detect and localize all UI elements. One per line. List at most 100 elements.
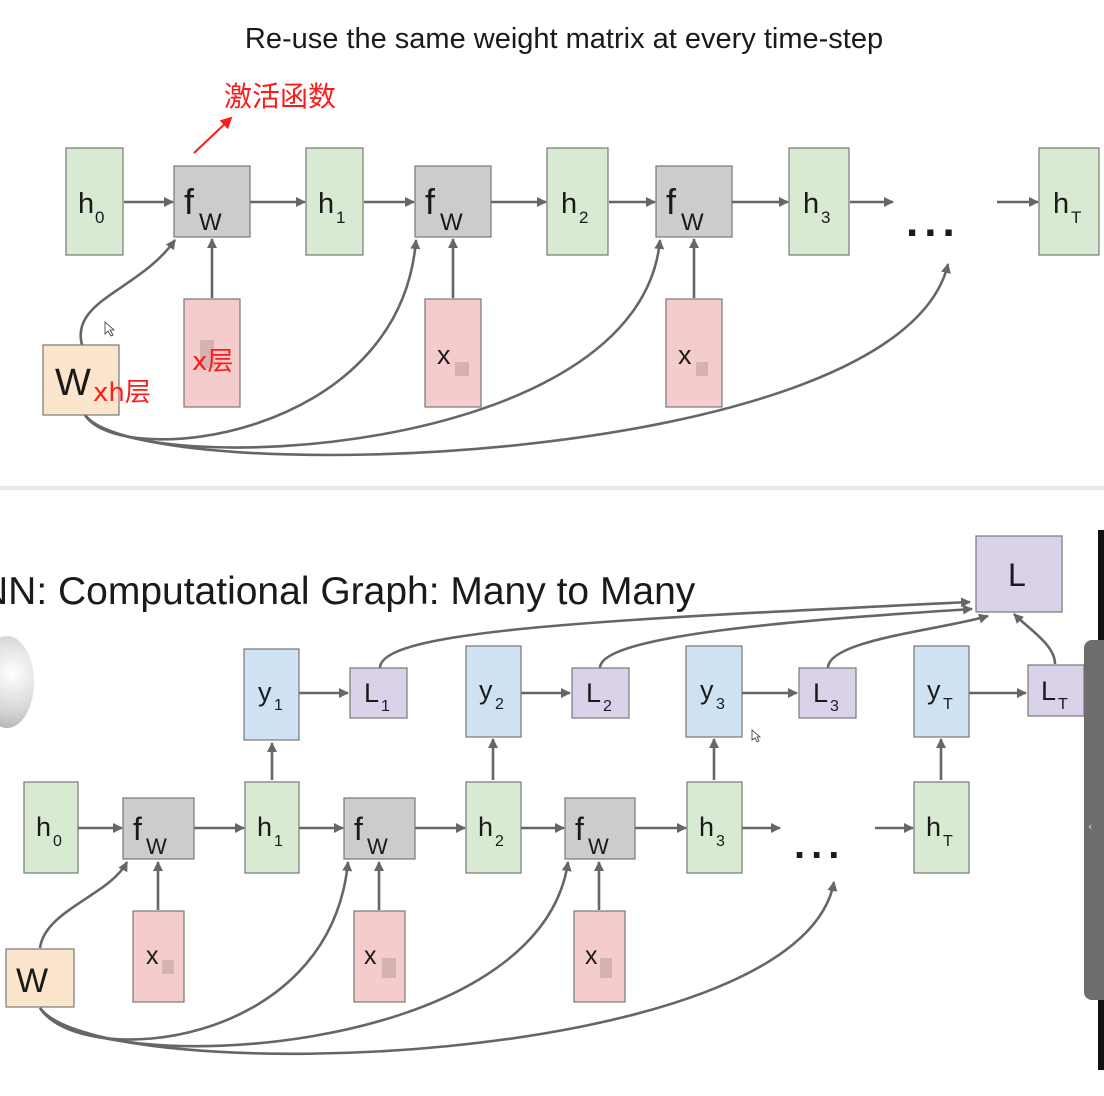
svg-text:W: W (55, 362, 91, 404)
svg-text:h: h (1053, 188, 1069, 220)
svg-text:h: h (478, 812, 493, 842)
svg-text:x: x (364, 942, 377, 970)
svg-text:f: f (133, 811, 142, 847)
svg-text:3: 3 (716, 833, 725, 850)
svg-text:1: 1 (336, 208, 345, 227)
svg-text:W: W (146, 834, 167, 859)
svg-text:T: T (943, 696, 953, 713)
svg-text:W: W (440, 209, 463, 236)
node-h3: h 3 (788, 147, 850, 256)
node-x1: x层 (183, 298, 241, 408)
node-fW-1: f W (173, 165, 251, 238)
edge-W-f1 (38, 861, 129, 949)
svg-text:L: L (1041, 676, 1056, 706)
node-hT: h T (1038, 147, 1100, 256)
edge-W-ellipsis (83, 263, 951, 457)
node-fW-2: f W (414, 165, 492, 238)
svg-text:h: h (926, 812, 941, 842)
bottom-slide: NN: Computational Graph: Many to Many L … (0, 490, 1104, 1096)
edge-W-f3 (83, 239, 665, 449)
ellipsis: ... (794, 823, 845, 867)
node-h1: h 1 (305, 147, 364, 256)
node-W: W (5, 948, 75, 1008)
svg-text:0: 0 (95, 208, 104, 227)
svg-text:T: T (943, 833, 953, 850)
svg-text:W: W (16, 962, 48, 1000)
node-x3: x (573, 910, 626, 1003)
side-panel-toggle[interactable]: ‹ (1084, 640, 1104, 1000)
node-y1: y 1 (243, 648, 300, 741)
svg-text:W: W (367, 834, 388, 859)
svg-text:W: W (199, 209, 222, 236)
svg-text:x: x (585, 942, 598, 970)
edge-W-f1 (79, 239, 177, 346)
node-h2: h 2 (465, 781, 522, 874)
svg-text:h: h (36, 812, 51, 842)
edge-L3-L (826, 613, 989, 669)
edge-W-ellipsis (38, 881, 838, 1056)
edge-W-f2 (38, 861, 353, 1041)
annotation-w-layer: xh层 (93, 378, 151, 408)
annotation-arrow (193, 116, 233, 154)
node-L2: L 2 (571, 667, 630, 719)
edge-W-f3 (38, 861, 572, 1048)
mouse-cursor-icon (751, 729, 762, 743)
bottom-diagram: NN: Computational Graph: Many to Many L … (0, 535, 1085, 1056)
edge-W-f2 (83, 239, 421, 441)
node-y3: y 3 (685, 645, 743, 738)
svg-text:3: 3 (716, 696, 725, 713)
node-fW-3: f W (564, 797, 636, 860)
svg-text:h: h (699, 812, 714, 842)
node-x3: x (665, 298, 723, 408)
svg-text:f: f (184, 181, 195, 222)
svg-text:x: x (146, 942, 159, 970)
svg-text:W: W (588, 834, 609, 859)
svg-text:T: T (1058, 696, 1068, 713)
svg-text:T: T (1071, 208, 1081, 227)
svg-text:f: f (425, 181, 436, 222)
node-yT: y T (913, 645, 970, 738)
svg-text:f: f (666, 181, 677, 222)
slide-separator (0, 486, 1104, 490)
slide-title: Re-use the same weight matrix at every t… (245, 23, 883, 55)
node-x1: x (132, 910, 185, 1003)
mouse-cursor-icon (104, 321, 116, 337)
svg-text:L: L (813, 678, 828, 708)
svg-text:x: x (678, 340, 692, 370)
ellipsis: ... (906, 197, 961, 246)
svg-text:L: L (364, 678, 379, 708)
node-hT: h T (913, 781, 970, 874)
top-slide: Re-use the same weight matrix at every t… (0, 0, 1104, 486)
node-LT: L T (1027, 664, 1085, 717)
svg-text:y: y (700, 675, 714, 705)
edge-LT-L (1013, 613, 1057, 665)
svg-text:h: h (561, 188, 577, 220)
svg-text:f: f (354, 811, 363, 847)
svg-text:1: 1 (274, 697, 283, 714)
svg-text:2: 2 (495, 696, 504, 713)
node-W: W xh层 (42, 344, 151, 416)
node-fW-1: f W (122, 797, 195, 860)
node-h0: h 0 (65, 147, 124, 256)
node-h3: h 3 (686, 781, 743, 874)
top-diagram: Re-use the same weight matrix at every t… (42, 23, 1100, 457)
svg-text:h: h (803, 188, 819, 220)
svg-text:1: 1 (381, 698, 390, 715)
node-x2: x (353, 910, 406, 1003)
svg-text:3: 3 (830, 698, 839, 715)
svg-text:h: h (318, 188, 334, 220)
edge-L1-L (378, 597, 971, 669)
svg-text:y: y (479, 675, 493, 705)
svg-text:x: x (437, 340, 451, 370)
node-fW-3: f W (655, 165, 733, 238)
slide-title: NN: Computational Graph: Many to Many (0, 570, 696, 613)
node-fW-2: f W (343, 797, 416, 860)
node-h0: h 0 (23, 781, 79, 874)
node-L: L (975, 535, 1063, 613)
annotation-x-layer: x层 (192, 347, 233, 377)
svg-text:h: h (78, 188, 94, 220)
node-y2: y 2 (465, 645, 522, 738)
svg-text:y: y (927, 675, 941, 705)
annotation-activation: 激活函数 (224, 80, 336, 113)
node-L3: L 3 (798, 667, 857, 719)
